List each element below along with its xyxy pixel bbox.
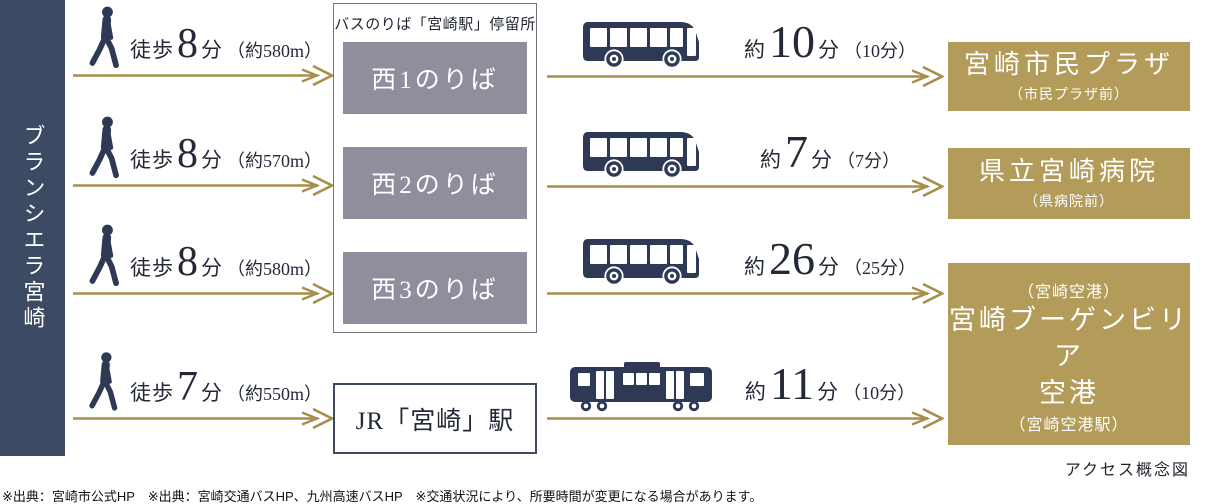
ride-arrow-3 xyxy=(546,281,945,305)
walk-unit: 分 xyxy=(201,381,222,405)
walk-unit: 分 xyxy=(201,38,222,62)
destination-name: 県立宮崎病院 xyxy=(978,157,1159,187)
destination-stop-note: （県病院前） xyxy=(1024,194,1114,210)
destination-miyazaki-civic-plaza: 宮崎市民プラザ （市民プラザ前） xyxy=(948,42,1190,111)
source-building-bar: ブランシエラ宮崎 xyxy=(0,0,65,456)
ride-prefix: 約 xyxy=(744,255,766,279)
walking-person-icon xyxy=(86,350,124,414)
walk-unit: 分 xyxy=(201,148,222,172)
walk-unit: 分 xyxy=(201,256,222,280)
ride-time-note: （25分） xyxy=(844,258,916,278)
source-building-label: ブランシエラ宮崎 xyxy=(20,124,46,332)
destination-stop-note: （市民プラザ前） xyxy=(1009,87,1129,103)
bus-platform-nishi2: 西2のりば xyxy=(343,147,527,219)
destination-bottom-note: （宮崎空港駅） xyxy=(1009,417,1129,435)
walk-prefix: 徒歩 xyxy=(130,256,174,280)
bus-terminal-box: バスのりば「宮崎駅」停留所 西1のりば 西2のりば 西3のりば xyxy=(333,3,537,333)
walk-distance-note: （約550m） xyxy=(227,384,323,404)
destination-name: 宮崎ブーゲンビリア 空港 xyxy=(948,302,1190,411)
walking-person-icon xyxy=(86,223,126,289)
walk-distance-note: （約570m） xyxy=(227,151,323,171)
bus-icon xyxy=(578,16,710,69)
bus-platform-nishi3: 西3のりば xyxy=(343,252,527,324)
ride-unit: 分 xyxy=(817,380,839,404)
destination-name: 宮崎市民プラザ xyxy=(963,50,1174,80)
bus-terminal-title: バスのりば「宮崎駅」停留所 xyxy=(334,17,536,33)
ride-minutes: 10 xyxy=(769,16,815,67)
walk-distance-note: （約580m） xyxy=(227,41,323,61)
walk-minutes: 8 xyxy=(177,131,198,177)
ride-arrow-1 xyxy=(546,64,945,88)
bus-icon xyxy=(578,233,710,286)
diagram-caption: アクセス概念図 xyxy=(1064,462,1190,479)
ride-minutes: 7 xyxy=(785,126,808,177)
walk-distance-note: （約580m） xyxy=(227,259,323,279)
walk-minutes: 8 xyxy=(177,21,198,67)
ride-time-note: （7分） xyxy=(837,151,900,171)
ride-minutes: 11 xyxy=(769,358,815,409)
destination-name-line2: 空港 xyxy=(1039,377,1099,408)
walk-prefix: 徒歩 xyxy=(130,148,174,172)
walk-prefix: 徒歩 xyxy=(130,381,174,405)
ride-arrow-2 xyxy=(546,174,945,198)
walking-person-icon xyxy=(86,115,126,181)
walk-minutes: 8 xyxy=(177,239,198,285)
ride-time-note: （10分） xyxy=(844,41,916,61)
destination-prefectural-hospital: 県立宮崎病院 （県病院前） xyxy=(948,148,1190,219)
walk-prefix: 徒歩 xyxy=(130,38,174,62)
destination-name-line1: 宮崎ブーゲンビリア xyxy=(949,305,1189,372)
destination-miyazaki-airport: （宮崎空港） 宮崎ブーゲンビリア 空港 （宮崎空港駅） xyxy=(948,263,1190,445)
walk-arrow-2 xyxy=(72,173,335,197)
jr-station-label: JR「宮崎」駅 xyxy=(355,407,515,435)
train-icon xyxy=(566,357,716,413)
walking-person-icon xyxy=(86,5,126,71)
bus-platform-nishi1: 西1のりば xyxy=(343,42,527,114)
ride-unit: 分 xyxy=(811,148,832,172)
ride-arrow-4 xyxy=(546,406,945,430)
ride-time-note: （10分） xyxy=(843,383,916,403)
source-footnote: ※出典：宮崎市公式HP ※出典：宮崎交通バスHP、九州高速バスHP ※交通状況に… xyxy=(2,489,763,504)
ride-unit: 分 xyxy=(818,38,839,62)
walk-arrow-1 xyxy=(72,63,335,87)
walk-arrow-4 xyxy=(72,406,335,430)
ride-prefix: 約 xyxy=(744,38,766,62)
walk-arrow-3 xyxy=(72,281,335,305)
ride-unit: 分 xyxy=(818,255,839,279)
bus-icon xyxy=(578,126,710,179)
destination-top-note: （宮崎空港） xyxy=(1017,284,1120,301)
ride-prefix: 約 xyxy=(744,380,767,404)
ride-prefix: 約 xyxy=(760,148,782,172)
jr-station-box: JR「宮崎」駅 xyxy=(333,383,537,454)
walk-minutes: 7 xyxy=(177,364,198,410)
ride-minutes: 26 xyxy=(769,233,815,284)
